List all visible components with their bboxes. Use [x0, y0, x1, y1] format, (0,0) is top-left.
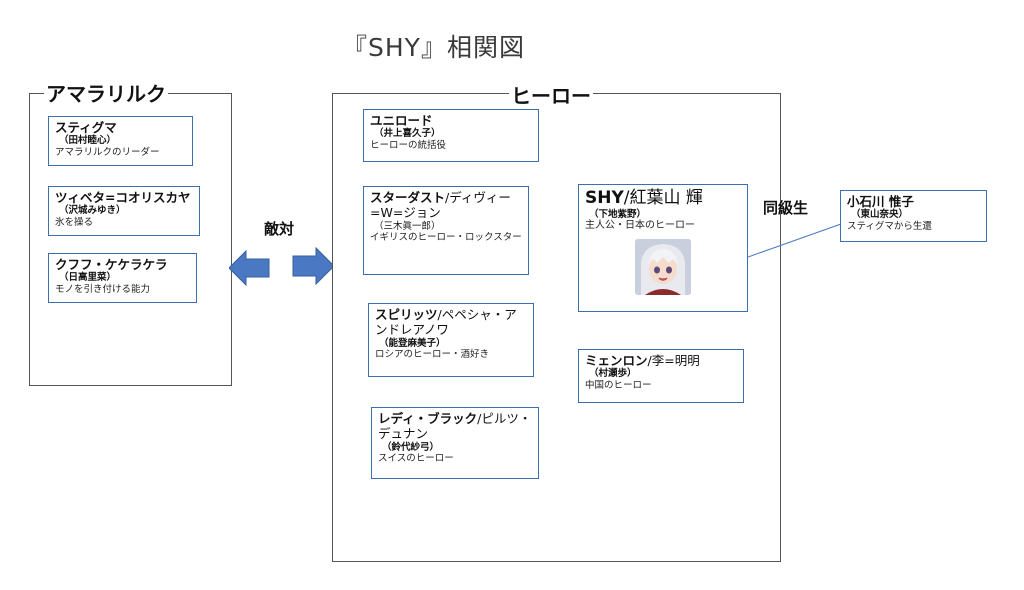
card-name-bold: レディ・ブラック — [378, 411, 478, 426]
card-name: スターダスト/ディヴィー=W=ジョン — [370, 190, 522, 221]
card-name: ミェンロン/李=明明 — [585, 353, 737, 368]
group-label-amarariruku: アマラリルク — [44, 78, 168, 107]
card-name: クフフ・ケケラケラ — [55, 257, 168, 272]
card-name: スピリッツ/ペペシャ・アンドレアノワ — [375, 307, 527, 338]
card-name: レディ・ブラック/ピルツ・デュナン — [378, 411, 532, 442]
card-shy: SHY/紅葉山 輝 （下地紫野） 主人公・日本のヒーロー — [578, 184, 748, 312]
card-koishikawa: 小石川 惟子 （東山奈央） スティグマから生還 — [840, 190, 987, 242]
card-stigma: スティグマ （田村睦心） アマラリルクのリーダー — [48, 116, 193, 166]
relation-classmate-label: 同級生 — [763, 199, 809, 217]
card-tsibeta: ツィベタ=コオリスカヤ （沢城みゆき） 氷を操る — [48, 186, 200, 236]
card-cv: （能登麻美子） — [379, 337, 446, 349]
card-name-rest: /李=明明 — [647, 353, 700, 368]
card-name-rest: /ディヴィー=W=ジョン — [370, 190, 511, 221]
card-cv: （下地紫野） — [589, 208, 647, 220]
relation-enemy-label: 敵対 — [264, 220, 295, 238]
card-desc: ロシアのヒーロー・酒好き — [375, 349, 490, 361]
card-cv: （東山奈央） — [851, 209, 909, 221]
card-name: SHY/紅葉山 輝 — [585, 188, 741, 209]
classmate-connector-line — [748, 223, 842, 258]
card-name-rest: /ペペシャ・アンドレアノワ — [375, 307, 517, 338]
card-cv: （日高里菜） — [59, 272, 117, 284]
avatar — [635, 238, 691, 295]
card-desc: ヒーローの統括役 — [370, 139, 447, 151]
arrow-left-icon — [229, 249, 270, 287]
card-cv: （沢城みゆき） — [59, 205, 126, 217]
card-name-rest: /ピルツ・デュナン — [378, 411, 532, 442]
card-cv: （井上喜久子） — [374, 128, 441, 140]
card-name-rest: /紅葉山 輝 — [623, 188, 703, 208]
card-name-bold: ミェンロン — [585, 353, 648, 368]
card-desc: モノを引き付ける能力 — [55, 283, 151, 295]
arrow-right-icon — [292, 246, 334, 286]
card-desc: 氷を操る — [55, 216, 94, 228]
card-name: ユニロード — [370, 113, 433, 128]
card-desc: 主人公・日本のヒーロー — [585, 220, 695, 232]
card-desc: 中国のヒーロー — [585, 379, 652, 391]
card-cv: （村瀬歩） — [589, 368, 637, 380]
card-desc: スイスのヒーロー — [378, 453, 454, 465]
card-cv: （田村睦心） — [59, 135, 117, 147]
card-desc: イギリスのヒーロー・ロックスター — [370, 232, 522, 244]
card-name-bold: SHY — [585, 188, 624, 208]
card-name-bold: スピリッツ — [375, 307, 438, 322]
card-name: 小石川 惟子 — [847, 194, 914, 209]
card-lady-black: レディ・ブラック/ピルツ・デュナン （鈴代紗弓） スイスのヒーロー — [371, 407, 539, 479]
diagram-title: 『SHY』相関図 — [342, 33, 525, 62]
card-name: ツィベタ=コオリスカヤ — [55, 190, 191, 205]
card-spirits: スピリッツ/ペペシャ・アンドレアノワ （能登麻美子） ロシアのヒーロー・酒好き — [368, 303, 534, 377]
character-portrait-icon — [635, 238, 691, 295]
card-cv: （鈴代紗弓） — [382, 441, 440, 453]
card-unilord: ユニロード （井上喜久子） ヒーローの統括役 — [363, 109, 539, 162]
group-label-heroes: ヒーロー — [509, 80, 593, 109]
card-kufufu: クフフ・ケケラケラ （日高里菜） モノを引き付ける能力 — [48, 253, 197, 303]
card-desc: アマラリルクのリーダー — [55, 146, 160, 158]
card-cv: （三木眞一郎） — [374, 220, 441, 232]
card-name: スティグマ — [55, 120, 117, 135]
card-desc: スティグマから生還 — [847, 220, 932, 232]
card-mienron: ミェンロン/李=明明 （村瀬歩） 中国のヒーロー — [578, 349, 744, 403]
card-stardust: スターダスト/ディヴィー=W=ジョン （三木眞一郎） イギリスのヒーロー・ロック… — [363, 186, 529, 275]
card-name-bold: スターダスト — [370, 190, 446, 205]
